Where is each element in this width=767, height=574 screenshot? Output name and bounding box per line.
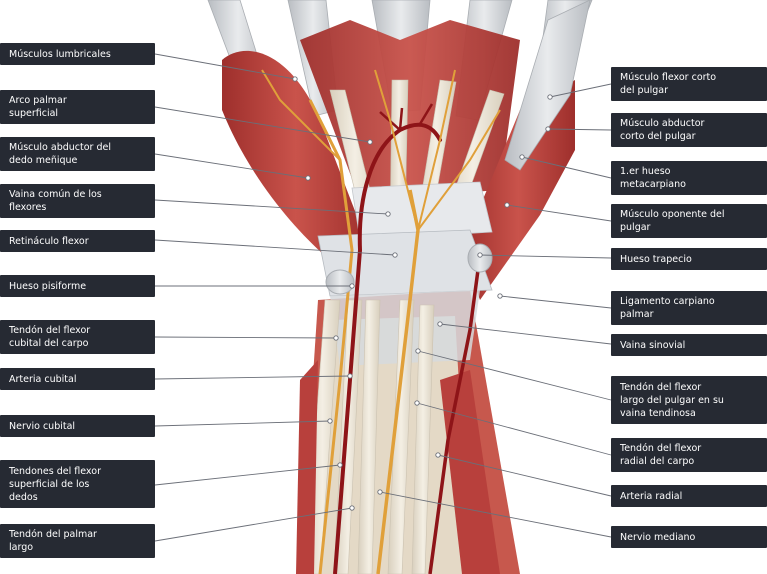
label-primer-metacarpiano: 1.er hueso metacarpiano [611, 161, 767, 195]
thenar-muscles [462, 80, 575, 300]
label-arteria-radial: Arteria radial [611, 485, 767, 507]
label-ligamento-carpiano-palmar: Ligamento carpiano palmar [611, 291, 767, 325]
label-abductor-corto-pulgar: Músculo abductor corto del pulgar [611, 113, 767, 147]
label-tendon-flexor-cubital: Tendón del flexor cubital del carpo [0, 320, 155, 354]
leader-lines [154, 53, 612, 542]
label-hueso-trapecio: Hueso trapecio [611, 248, 767, 270]
label-tendon-flexor-largo-pulgar: Tendón del flexor largo del pulgar en su… [611, 376, 767, 424]
label-nervio-mediano: Nervio mediano [611, 526, 767, 548]
label-tendones-flexor-superficial: Tendones del flexor superficial de los d… [0, 460, 155, 508]
ulnar-nerve [308, 99, 354, 574]
label-oponente-pulgar: Músculo oponente del pulgar [611, 204, 767, 238]
median-nerve-branches [374, 69, 501, 231]
pisiform-bone [325, 269, 355, 295]
label-vaina-comun-flexores: Vaina común de los flexores [0, 184, 155, 218]
thumb-metacarpal [504, 0, 591, 171]
forearm-muscle-left [296, 360, 318, 574]
label-abductor-dedo-menique: Músculo abductor del dedo meñique [0, 137, 155, 171]
label-arteria-cubital: Arteria cubital [0, 368, 155, 390]
superficial-palmar-arch [357, 122, 442, 252]
label-tendon-palmar-largo: Tendón del palmar largo [0, 524, 155, 558]
ulnar-artery [333, 249, 362, 574]
hypothenar-muscles [222, 50, 370, 260]
radial-artery [428, 269, 480, 574]
label-musculos-lumbricales: Músculos lumbricales [0, 43, 155, 65]
forearm-muscle-right [440, 370, 500, 574]
label-arco-palmar-superficial: Arco palmar superficial [0, 90, 155, 124]
trapezium-bone [467, 243, 493, 273]
label-flexor-corto-pulgar: Músculo flexor corto del pulgar [611, 67, 767, 101]
ulnar-nerve-branch [261, 69, 341, 161]
label-hueso-pisiforme: Hueso pisiforme [0, 275, 155, 297]
label-vaina-sinovial: Vaina sinovial [611, 334, 767, 356]
label-nervio-cubital: Nervio cubital [0, 415, 155, 437]
label-tendon-flexor-radial: Tendón del flexor radial del carpo [611, 438, 767, 472]
label-retinaculo-flexor: Retináculo flexor [0, 230, 155, 252]
